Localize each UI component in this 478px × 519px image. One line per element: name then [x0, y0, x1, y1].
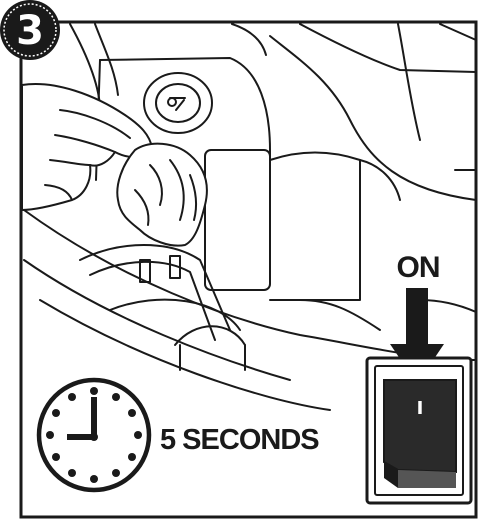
- duration-label: 5 SECONDS: [160, 424, 319, 456]
- switch-symbol: I: [417, 398, 424, 419]
- step-badge: 3: [0, 0, 60, 60]
- clock-icon: [39, 380, 149, 490]
- step-number: 3: [16, 8, 44, 54]
- rocker-switch-icon: I: [367, 358, 471, 503]
- switch-state-label: ON: [397, 251, 440, 284]
